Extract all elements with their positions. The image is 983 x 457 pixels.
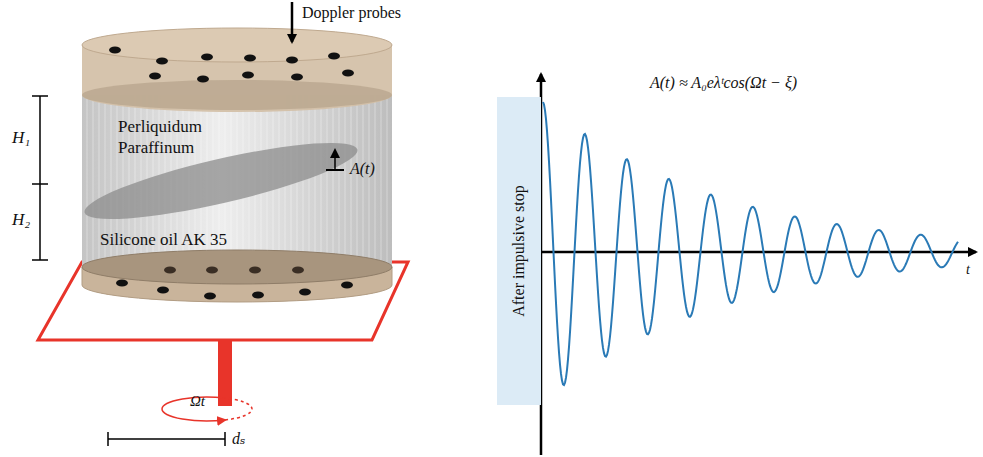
signal-curve — [543, 102, 958, 385]
formula-label: A(t) ≈ A₀eλᵗcos(Ωt − ξ) — [650, 74, 797, 92]
fluid-label: Silicone oil AK 35 — [100, 230, 227, 250]
height-label: H₂ — [12, 210, 30, 230]
height-label: H₁ — [12, 128, 30, 148]
rotation-label: Ωt — [190, 393, 205, 410]
height-brackets — [32, 96, 48, 260]
probe-label: Doppler probes — [302, 4, 401, 22]
highlight-band: After impulsive stop — [497, 97, 541, 405]
offset-label: dₛ — [232, 430, 245, 448]
band-label: After impulsive stop — [510, 185, 528, 317]
amplitude-label: A(t) — [350, 160, 375, 178]
axis-label: t — [966, 262, 970, 278]
fluid-label: Perliquidum Paraffinum — [118, 116, 248, 159]
